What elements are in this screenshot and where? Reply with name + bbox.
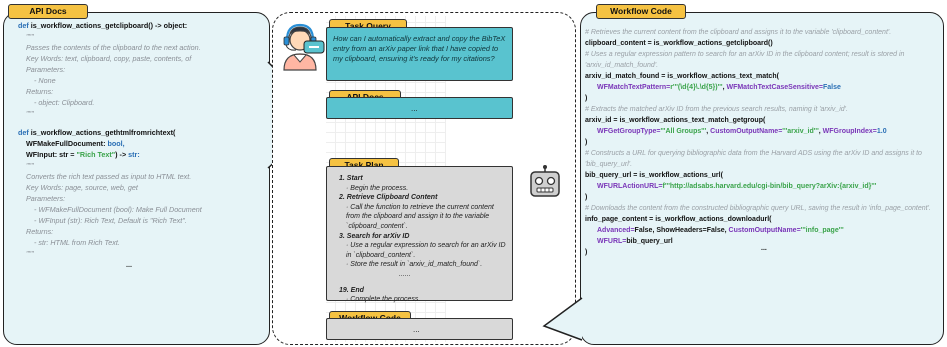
plan-ellipsis: ...... (399, 270, 411, 278)
docstring-quote: """ (26, 249, 34, 258)
docstring-quote: """ (26, 161, 34, 170)
docstring-line: - WFMakeFullDocument (bool): Make Full D… (34, 205, 202, 214)
code-param: WFMatchTextCaseSensitive= (726, 84, 824, 91)
code-comment: # Uses a regular expression pattern to s… (585, 51, 905, 69)
code-line: bib_query_url = is_workflow_actions_url( (585, 172, 723, 179)
code-param: WFURL= (597, 238, 627, 245)
workflow-code-panel (580, 12, 944, 345)
code-param: WFMatchTextPattern= (597, 84, 671, 91)
code-line: arxiv_id = is_workflow_actions_text_matc… (585, 117, 766, 124)
code-param: Advanced= (597, 227, 635, 234)
plan-substep: · Begin the process. (346, 184, 409, 192)
code-comment: # Retrieves the current content from the… (585, 29, 892, 36)
def-keyword: def (18, 21, 29, 30)
user-avatar-icon (283, 23, 317, 71)
docstring-line: Parameters: (26, 65, 66, 74)
code-comment: # Extracts the matched arXiv ID from the… (585, 106, 848, 113)
plan-step: 2. Retrieve Clipboard Content (339, 194, 438, 202)
api-docs-mini-ellipsis: ... (411, 104, 418, 113)
plan-step: 19. End (339, 286, 364, 294)
robot-icon (530, 165, 560, 197)
api-docs-code: def is_workflow_actions_getclipboard() -… (18, 20, 263, 270)
docstring-line: - WFInput (str): Rich Text, Default is "… (34, 216, 187, 225)
more-ellipsis: ... (126, 260, 132, 269)
docstring-line: - None (34, 76, 56, 85)
plan-substep: · Use a regular expression to search for… (346, 242, 506, 259)
chat-bubble-icon (303, 40, 325, 54)
workflow-code-mini-ellipsis: ... (413, 325, 420, 334)
docstring-line: Passes the contents of the clipboard to … (26, 43, 201, 52)
docstring-line: - str: HTML from Rich Text. (34, 238, 120, 247)
right-speech-pointer (542, 297, 583, 341)
return-arrow: ) -> (115, 150, 129, 159)
docstring-quote: """ (26, 32, 34, 41)
code-param: WFURLActionURL= (597, 183, 663, 190)
docstring-line: Returns: (26, 87, 54, 96)
def-keyword: def (18, 128, 29, 137)
code-value: f'''http://adsabs.harvard.edu/cgi-bin/bi… (662, 183, 877, 190)
code-close: ) (585, 194, 588, 201)
function-signature: is_workflow_actions_getclipboard() -> ob… (30, 21, 188, 30)
workflow-code-tag: Workflow Code (596, 4, 686, 19)
code-param: WFGetGroupType= (597, 128, 661, 135)
code-value: '''All Groups''' (660, 128, 707, 135)
code-value: False (823, 84, 841, 91)
param-name: WFMakeFullDocument: (26, 139, 106, 148)
code-value: False, ShowHeaders=False, (634, 227, 729, 234)
api-docs-tag: API Docs (8, 4, 88, 19)
plan-substep: · Store the result in `arxiv_id_match_fo… (346, 261, 483, 269)
plan-step: 3. Search for arXiv ID (339, 232, 410, 240)
plan-step: 1. Start (339, 175, 363, 182)
code-close: ) (585, 249, 588, 256)
workflow-code: # Retrieves the current content from the… (585, 27, 941, 258)
code-value: 1.0 (876, 128, 887, 135)
param-type: bool, (107, 139, 125, 148)
code-line: info_page_content = is_workflow_actions_… (585, 216, 772, 223)
docstring-line: Converts the rich text passed as input t… (26, 172, 192, 181)
code-sep: , (722, 84, 727, 91)
plan-substep: · Call the function to retrieve the curr… (346, 203, 494, 230)
code-value: '''info_page''' (800, 227, 844, 234)
task-plan-box: 1. Start · Begin the process. 2. Retriev… (326, 166, 513, 303)
docstring-line: Returns: (26, 227, 54, 236)
plan-substep: · Complete the process. (346, 296, 421, 304)
code-close: ) (585, 95, 588, 102)
workflow-code-mini-box: ... (326, 318, 513, 340)
api-docs-panel (3, 12, 270, 345)
code-value: '''arxiv_id''' (782, 128, 819, 135)
code-comment: # Downloads the content from the constru… (585, 205, 931, 212)
param-default: "Rich Text" (76, 150, 116, 159)
param-name: WFInput: str = (26, 150, 77, 159)
docstring-line: Key Words: page, source, web, get (26, 183, 138, 192)
code-value: r'''(\d{4}\.\d{5})''' (670, 84, 723, 91)
more-ellipsis: ... (761, 245, 767, 252)
docstring-line: Key Words: text, clipboard, copy, paste,… (26, 54, 192, 63)
code-close: ) (585, 139, 588, 146)
return-type: str: (128, 150, 140, 159)
api-docs-mini-box: ... (326, 97, 513, 119)
code-line: arxiv_id_match_found = is_workflow_actio… (585, 73, 779, 80)
task-query-box: How can I automatically extract and copy… (326, 27, 513, 81)
code-line: clipboard_content = is_workflow_actions_… (585, 40, 773, 47)
code-comment: # Constructs a URL for querying bibliogr… (585, 150, 922, 168)
code-param: WFGroupIndex= (822, 128, 877, 135)
docstring-quote: """ (26, 109, 34, 118)
code-value: bib_query_url (626, 238, 673, 245)
code-param: CustomOutputName= (728, 227, 801, 234)
code-param: CustomOutputName= (710, 128, 783, 135)
function-signature: is_workflow_actions_gethtmlfromrichtext( (30, 128, 176, 137)
docstring-line: - object: Clipboard. (34, 98, 95, 107)
docstring-line: Parameters: (26, 194, 66, 203)
task-query-text: How can I automatically extract and copy… (333, 34, 506, 63)
